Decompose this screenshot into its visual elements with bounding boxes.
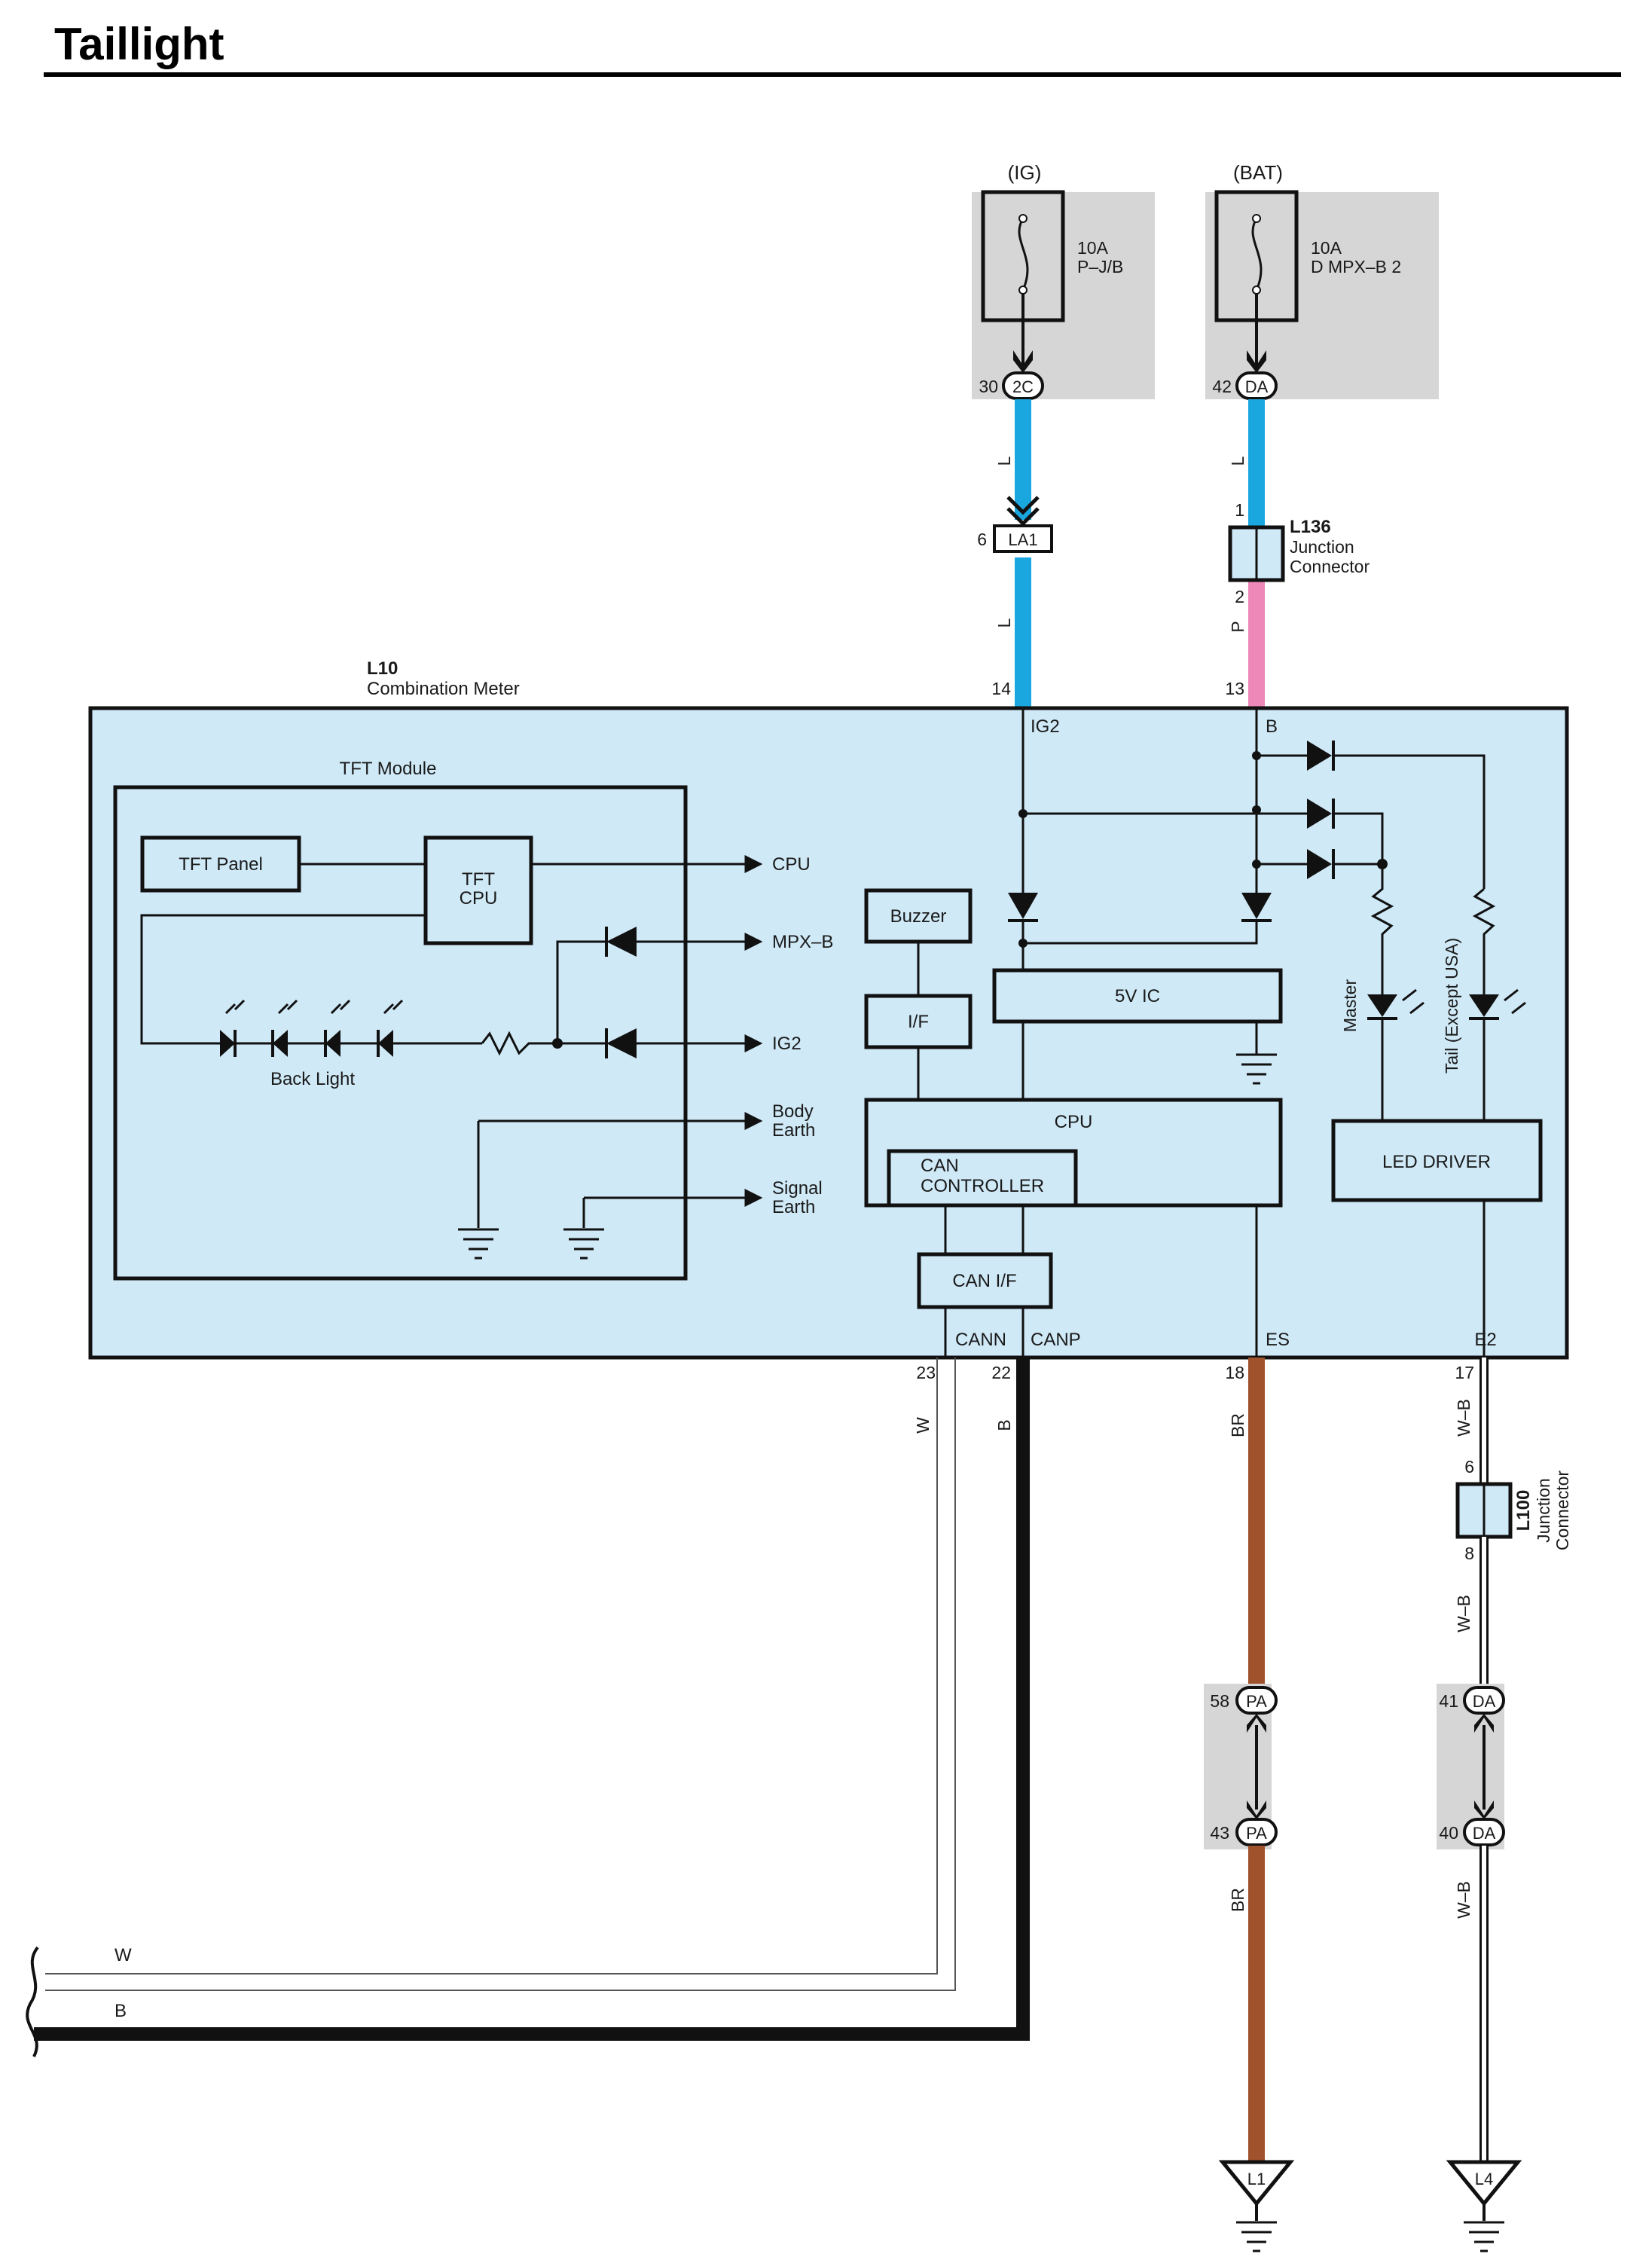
fuse-ig-rating: 10A [1077,238,1109,258]
l136-pin-out: 2 [1235,587,1244,606]
wire-e2-lower-color: W–B [1454,1881,1473,1919]
l100-pin-in: 6 [1464,1457,1474,1477]
title-rule [44,72,1621,77]
fuse-ig-name: P–J/B [1077,257,1123,276]
tft-out-signal-earth-1: Signal [772,1178,823,1199]
terminal-canp: CANP [1031,1330,1081,1350]
l136-pin-in: 1 [1235,500,1244,520]
pa-top-label: PA [1246,1692,1267,1711]
meter-pin-ig2: 14 [991,679,1011,698]
fuse-ig-pin: 30 [979,377,998,396]
fuse-bat-rating: 10A [1311,238,1342,258]
terminal-cann: CANN [955,1330,1006,1350]
fuse-bat: (BAT) 10A D MPX–B 2 DA 42 [1205,161,1439,400]
block-led-driver: LED DRIVER [1382,1152,1491,1172]
block-can-controller-1: CAN [921,1156,959,1176]
l100-pin-out: 8 [1464,1544,1474,1563]
l100-id: L100 [1513,1490,1534,1532]
meter-pin-canp: 22 [991,1363,1011,1382]
tft-module: TFT Module TFT Panel TFT CPU Back Light [113,759,763,1281]
da-top-pin: 41 [1439,1691,1458,1711]
tft-out-signal-earth-2: Earth [772,1197,815,1217]
da-top-label: DA [1473,1692,1496,1711]
wire-e2-mid-color: W–B [1454,1595,1473,1632]
terminal-b: B [1266,716,1278,737]
bus-b-label: B [115,2001,127,2021]
meter-pin-b: 13 [1225,679,1244,698]
wire-canp-color: B [994,1419,1014,1431]
tft-out-body-earth-1: Body [772,1101,814,1122]
block-can-if: CAN I/F [952,1271,1016,1291]
block-5v-ic: 5V IC [1115,986,1160,1006]
fuse-ig-connector: 2C [1012,377,1034,396]
l136-name-2: Connector [1290,557,1370,576]
da-bottom-label: DA [1473,1824,1496,1843]
ground-l1: L1 [1247,2170,1266,2188]
label-master: Master [1340,979,1360,1033]
tft-module-label: TFT Module [340,759,437,779]
fuse-bat-name: D MPX–B 2 [1311,257,1401,276]
meter-name: Combination Meter [367,679,520,699]
wire-ig: L L LA1 6 [977,399,1053,707]
block-buzzer: Buzzer [890,906,947,927]
connector-la1: LA1 [1008,530,1037,549]
wire-ig-upper-color: L [994,456,1014,466]
pa-bottom-pin: 43 [1210,1823,1229,1843]
connector-la1-pin: 6 [977,530,987,549]
wire-cann-color: W [913,1417,933,1434]
meter-pin-e2: 17 [1455,1363,1474,1382]
tft-out-cpu: CPU [772,854,811,875]
terminal-es: ES [1266,1330,1290,1350]
backlight-label: Back Light [270,1069,355,1089]
meter-id: L10 [367,658,398,679]
wire-e2-color: W–B [1454,1399,1473,1437]
fuse-bat-source: (BAT) [1233,161,1283,184]
wire-bat-upper-color: L [1228,456,1247,466]
wire-es: PA 58 PA 43 L1 [1204,1358,1295,2252]
meter-pin-cann: 23 [916,1363,936,1382]
wire-es-lower-color: BR [1228,1888,1247,1912]
tft-cpu-2: CPU [460,888,498,909]
fuse-bat-pin: 42 [1212,377,1232,396]
block-if: I/F [908,1012,929,1032]
terminal-ig2: IG2 [1031,716,1060,737]
fuse-ig: (IG) 10A P–J/B 2C 30 [972,161,1155,400]
l100-name-1: Junction [1534,1478,1553,1543]
meter-internal [864,707,1543,1358]
wire-ig-lower-color: L [994,618,1014,628]
l136-name-1: Junction [1290,537,1354,557]
pa-top-pin: 58 [1210,1691,1229,1711]
tft-out-body-earth-2: Earth [772,1120,815,1141]
ground-l4: L4 [1475,2170,1493,2188]
wire-bat-lower-color: P [1228,621,1247,632]
tft-out-ig2: IG2 [772,1034,802,1054]
wire-can [26,1358,1030,2057]
bus-w-label: W [115,1945,132,1965]
pa-bottom-label: PA [1246,1824,1267,1843]
label-tail: Tail (Except USA) [1442,938,1461,1074]
terminal-e2: E2 [1474,1330,1496,1350]
wire-e2: DA 41 DA 40 L4 [1437,1358,1522,2252]
da-bottom-pin: 40 [1439,1823,1458,1843]
fuse-ig-source: (IG) [1008,161,1042,184]
meter-pin-es: 18 [1225,1363,1244,1382]
block-can-controller-2: CONTROLLER [921,1176,1044,1196]
l136-id: L136 [1290,517,1331,537]
backlight-leds [220,999,482,1057]
tft-out-mpxb: MPX–B [772,932,833,952]
tft-cpu-1: TFT [462,869,495,890]
block-cpu: CPU [1055,1112,1093,1132]
l100-name-2: Connector [1553,1471,1572,1550]
tft-panel: TFT Panel [179,854,263,875]
fuse-bat-connector: DA [1245,377,1269,396]
page-title: Taillight [54,19,224,69]
wire-es-color: BR [1228,1413,1247,1437]
wire-bat: L P 1 2 L136 Junction Connector [1228,399,1370,707]
